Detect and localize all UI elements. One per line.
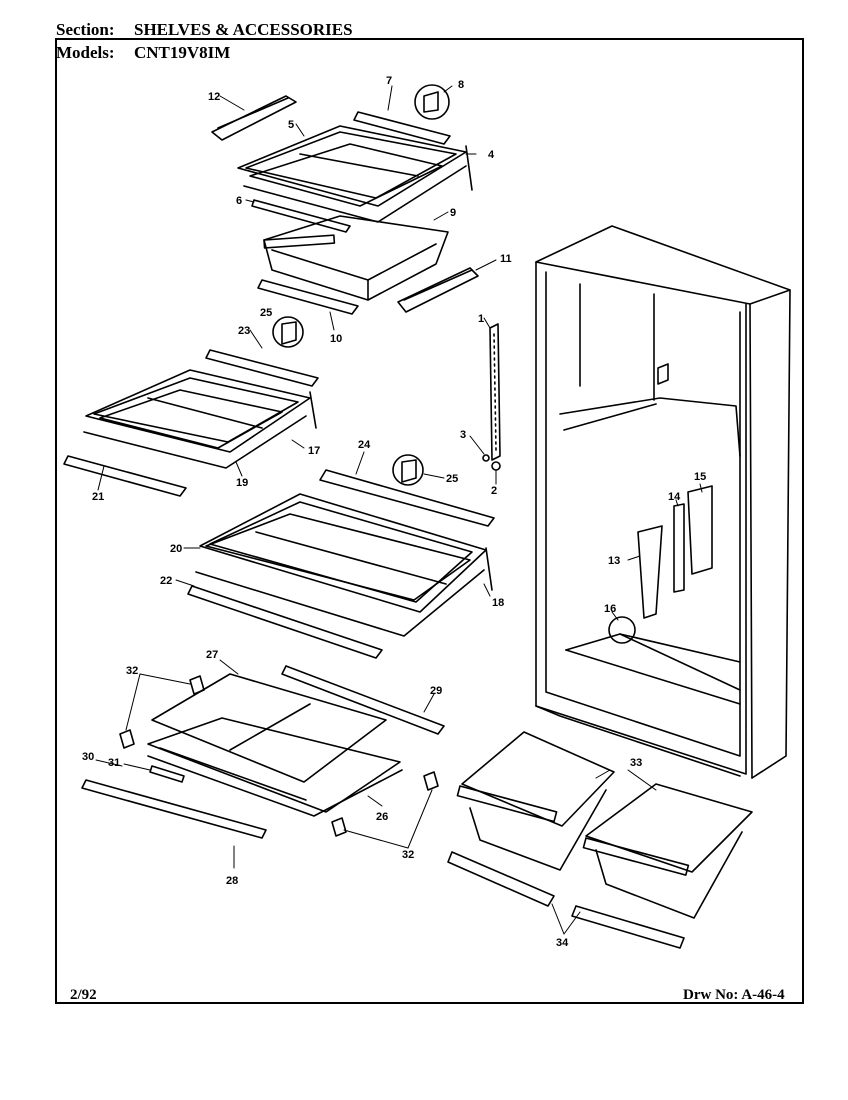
clip-32-left bbox=[119, 729, 135, 749]
glass-19 bbox=[99, 389, 283, 449]
part-label-8: 8 bbox=[458, 79, 464, 91]
drawing-frame bbox=[55, 38, 804, 1004]
part-label-24: 24 bbox=[358, 439, 371, 451]
part-label-25-lower: 25 bbox=[446, 473, 458, 485]
trim-28 bbox=[81, 779, 267, 839]
section-title: SHELVES & ACCESSORIES bbox=[134, 20, 353, 39]
trim-29 bbox=[281, 665, 445, 735]
part-label-5: 5 bbox=[288, 119, 294, 131]
part-label-14: 14 bbox=[668, 491, 681, 503]
cover-13 bbox=[637, 525, 663, 619]
glass-panel-5 bbox=[249, 143, 443, 207]
crisper-frame-26 bbox=[147, 717, 403, 817]
part-label-10: 10 bbox=[330, 333, 342, 345]
part-label-2: 2 bbox=[491, 485, 497, 497]
bracket-2 bbox=[491, 461, 501, 471]
trim-22 bbox=[187, 585, 383, 659]
part-label-12: 12 bbox=[208, 91, 220, 103]
trim-24 bbox=[319, 469, 495, 527]
part-label-32-bottom: 32 bbox=[402, 849, 414, 861]
trim-23 bbox=[205, 349, 319, 387]
clip-8 bbox=[414, 84, 450, 120]
section-label: Section: bbox=[56, 20, 115, 39]
part-label-21: 21 bbox=[92, 491, 104, 503]
part-label-15: 15 bbox=[694, 471, 706, 483]
bracket-14 bbox=[673, 503, 685, 593]
part-label-9: 9 bbox=[450, 207, 456, 219]
crisper-trim-34-right bbox=[571, 905, 685, 949]
refrigerator-cabinet bbox=[535, 225, 791, 779]
part-label-22: 22 bbox=[160, 575, 172, 587]
crisper-33-left bbox=[456, 731, 615, 871]
revision-date: 2/92 bbox=[70, 987, 97, 1003]
crisper-trim-34-left bbox=[447, 851, 555, 907]
shelf-rail-12 bbox=[211, 95, 297, 141]
part-label-6: 6 bbox=[236, 195, 242, 207]
bracket-15 bbox=[687, 485, 713, 575]
pan-rail-11 bbox=[397, 267, 479, 313]
part-label-33: 33 bbox=[630, 757, 642, 769]
leader-lines bbox=[95, 85, 703, 935]
part-label-34: 34 bbox=[556, 937, 569, 949]
clip-25-upper bbox=[272, 316, 304, 348]
clip-32-bottom bbox=[331, 817, 347, 837]
part-label-19: 19 bbox=[236, 477, 248, 489]
shelf-trim-7 bbox=[353, 111, 451, 145]
support-6 bbox=[251, 199, 351, 233]
model-number: CNT19V8IM bbox=[134, 43, 231, 62]
drawing-number: Drw No: A-46-4 bbox=[683, 987, 785, 1003]
part-label-30: 30 bbox=[82, 751, 94, 763]
part-label-13: 13 bbox=[608, 555, 620, 567]
part-label-27: 27 bbox=[206, 649, 218, 661]
part-label-25-upper: 25 bbox=[260, 307, 272, 319]
trim-31 bbox=[149, 765, 185, 783]
crisper-33-right bbox=[582, 783, 753, 919]
models-label: Models: bbox=[56, 43, 115, 62]
part-label-29: 29 bbox=[430, 685, 442, 697]
part-label-7: 7 bbox=[386, 75, 392, 87]
part-label-1: 1 bbox=[478, 313, 484, 325]
screw-3 bbox=[482, 454, 490, 462]
part-label-32-top: 32 bbox=[126, 665, 138, 677]
shelf-frame-17 bbox=[83, 369, 317, 469]
part-label-11: 11 bbox=[500, 253, 512, 265]
glass-20 bbox=[205, 513, 471, 601]
meat-pan-9 bbox=[263, 215, 449, 301]
part-label-23: 23 bbox=[238, 325, 250, 337]
part-label-31: 31 bbox=[108, 757, 120, 769]
part-label-16: 16 bbox=[604, 603, 616, 615]
section-heading: Section: SHELVES & ACCESSORIES bbox=[56, 21, 353, 39]
part-label-4: 4 bbox=[488, 149, 495, 161]
part-label-26: 26 bbox=[376, 811, 388, 823]
clip-25-lower bbox=[392, 454, 424, 486]
part-label-17: 17 bbox=[308, 445, 320, 457]
clip-16 bbox=[608, 616, 636, 644]
clip-32-top bbox=[189, 675, 205, 695]
part-label-28: 28 bbox=[226, 875, 238, 887]
trim-21 bbox=[63, 455, 187, 497]
top-shelf-frame bbox=[237, 125, 473, 223]
part-label-18: 18 bbox=[492, 597, 504, 609]
models-heading: Models: CNT19V8IM bbox=[56, 44, 230, 62]
pan-cover-10 bbox=[257, 279, 359, 315]
rail-1 bbox=[489, 323, 501, 461]
part-label-3: 3 bbox=[460, 429, 466, 441]
clip-32-right bbox=[423, 771, 439, 791]
part-label-20: 20 bbox=[170, 543, 182, 555]
